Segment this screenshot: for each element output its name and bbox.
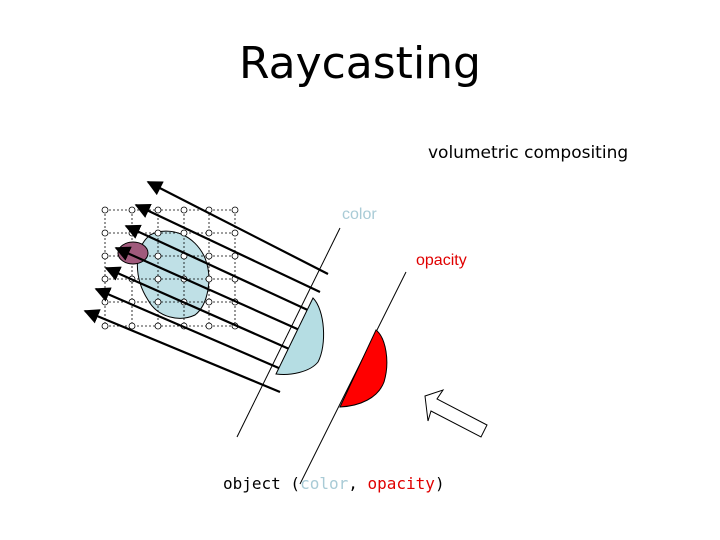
grid-node [154, 298, 162, 306]
grid-node [128, 322, 136, 330]
grid-node [205, 275, 213, 283]
grid-node [205, 252, 213, 260]
grid-node [154, 322, 162, 330]
opacity-label-text: opacity [416, 252, 467, 269]
caption-color-word: color [300, 474, 349, 493]
color-label-text: color [342, 206, 377, 223]
grid-node [101, 229, 109, 237]
ray-5 [104, 266, 297, 354]
grid-node [154, 206, 162, 214]
rays [83, 181, 329, 394]
subtitle: volumetric compositing [428, 143, 629, 163]
color-label: color [342, 206, 377, 224]
color-plane-line [236, 227, 341, 438]
grid-node [231, 229, 239, 237]
grid-node [128, 206, 136, 214]
grid-node [205, 229, 213, 237]
caption-prefix: object ( [223, 474, 301, 493]
grid-node [101, 298, 109, 306]
grid-node [154, 275, 162, 283]
caption-separator: , [348, 474, 368, 493]
color-profile [275, 297, 325, 375]
grid-node [101, 206, 109, 214]
grid-node [154, 252, 162, 260]
opacity-plane-line [299, 271, 407, 485]
ray-4 [114, 246, 305, 334]
ray-7 [83, 309, 281, 394]
grid-node [180, 206, 188, 214]
grid-node [180, 229, 188, 237]
caption-suffix: ) [434, 474, 445, 493]
grid-node [101, 252, 109, 260]
ray-6 [94, 287, 289, 374]
grid-node [231, 206, 239, 214]
page-title: Raycasting [239, 38, 481, 89]
grid-node [205, 298, 213, 306]
opacity-profile [339, 329, 388, 408]
opacity-label: opacity [416, 252, 467, 270]
grid-node [205, 322, 213, 330]
grid-node [101, 322, 109, 330]
ray-1 [146, 181, 329, 275]
ray-3 [124, 224, 313, 313]
viewing-direction-arrow [424, 389, 488, 438]
caption-opacity-word: opacity [367, 474, 435, 493]
grid-node [154, 229, 162, 237]
ray-2 [134, 203, 321, 293]
grid-node [101, 275, 109, 283]
caption: object (color, opacity) [223, 474, 445, 493]
